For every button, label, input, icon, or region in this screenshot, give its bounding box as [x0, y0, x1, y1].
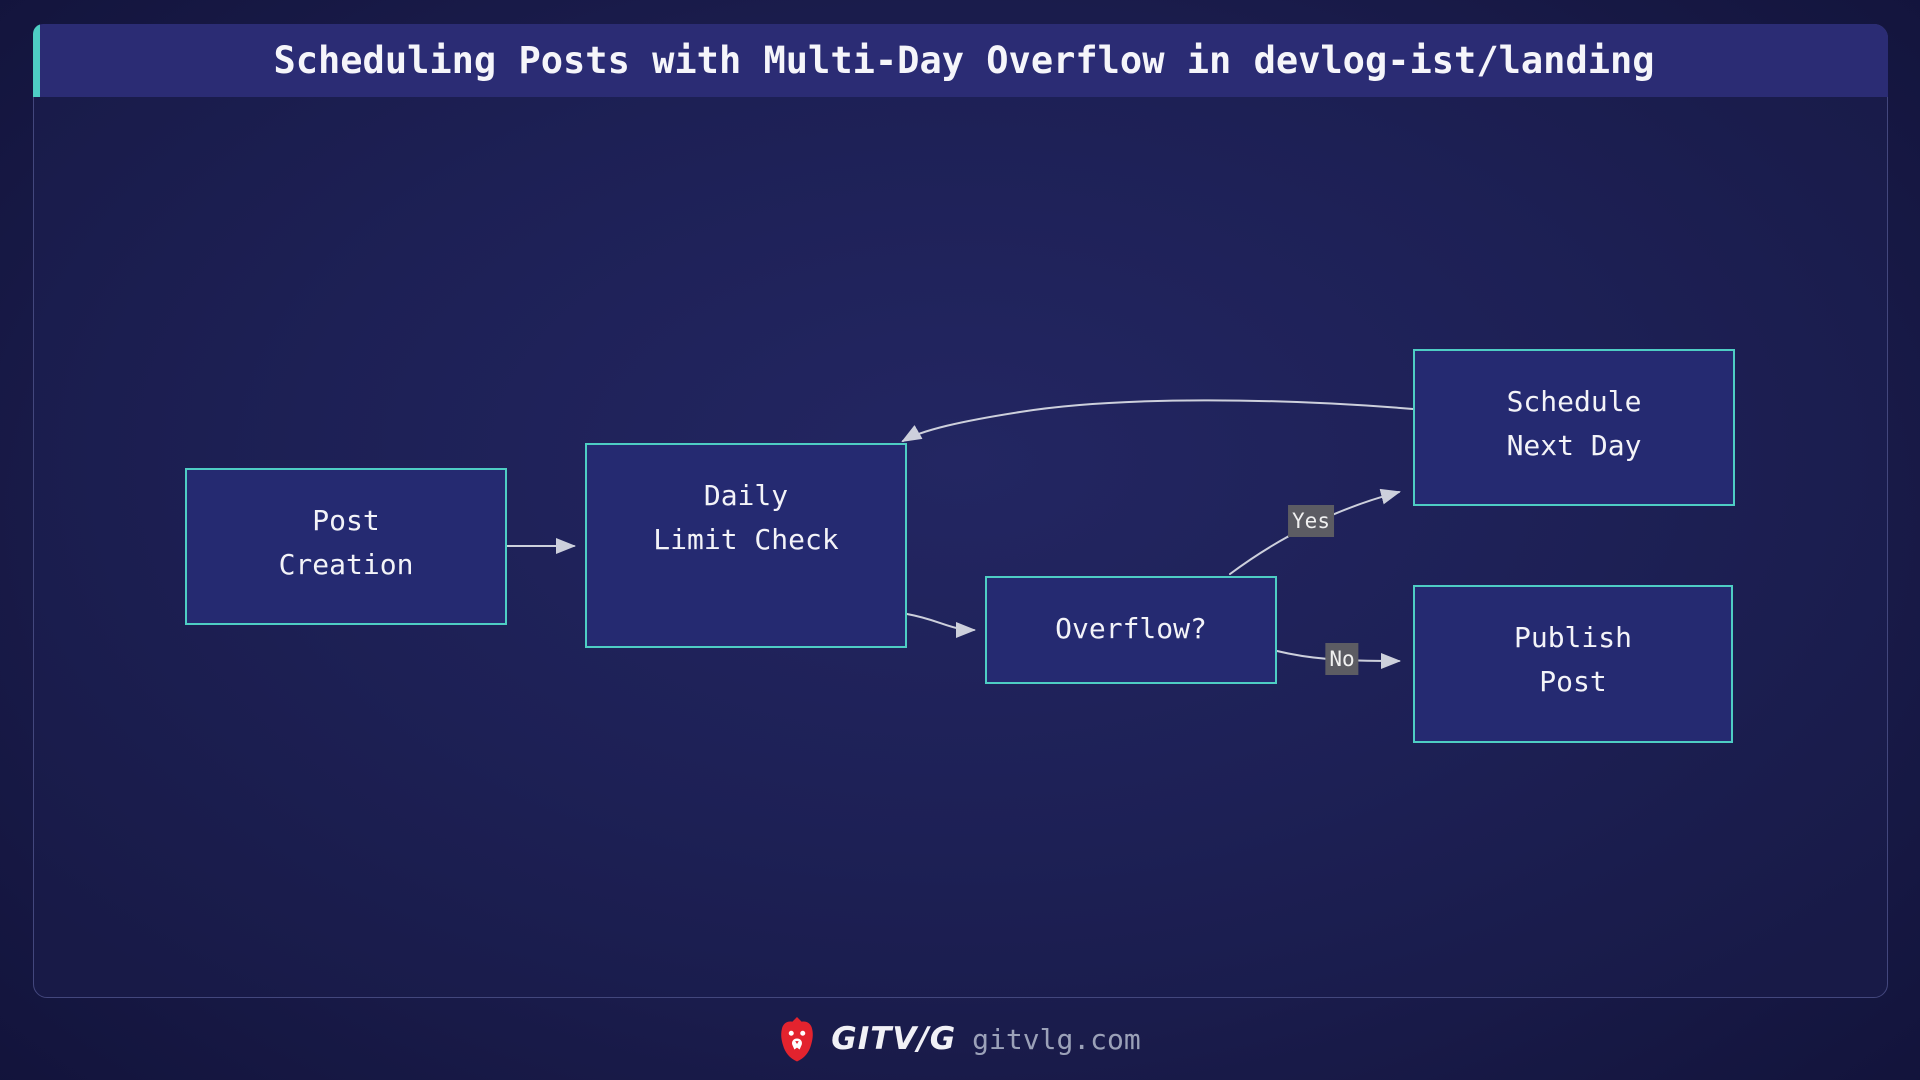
header: Scheduling Posts with Multi-Day Overflow…: [33, 24, 1888, 97]
node-label-line: Post: [312, 504, 380, 537]
node-label-line: Daily: [703, 479, 789, 512]
node-label-line: Schedule: [1506, 385, 1642, 418]
lion-logo-icon: [781, 1017, 814, 1062]
node-label-line: Next Day: [1506, 429, 1642, 462]
edge-label-yes: Yes: [1288, 505, 1334, 537]
node-schedule-next-day: Schedule Next Day: [1413, 349, 1735, 506]
node-label-line: Limit Check: [653, 523, 839, 556]
node-label-line: Publish: [1513, 621, 1632, 654]
node-overflow-decision: Overflow?: [985, 576, 1277, 684]
node-post-creation: Post Creation: [185, 468, 507, 625]
brand-name: GITV/G: [831, 1021, 957, 1057]
node-label-line: Post: [1539, 665, 1607, 698]
footer: GITV/G gitvlg.com: [0, 998, 1920, 1080]
node-publish-post: Publish Post: [1413, 585, 1733, 743]
node-label-line: Creation: [278, 548, 414, 581]
node-daily-limit-check: Daily Limit Check: [585, 443, 907, 648]
node-label-line: Overflow?: [1055, 612, 1207, 645]
header-bar: Scheduling Posts with Multi-Day Overflow…: [40, 24, 1888, 97]
page-title: Scheduling Posts with Multi-Day Overflow…: [273, 39, 1655, 82]
brand-domain: gitvlg.com: [972, 1022, 1141, 1056]
edge-label-no: No: [1325, 643, 1359, 675]
header-accent-bar: [33, 24, 40, 97]
